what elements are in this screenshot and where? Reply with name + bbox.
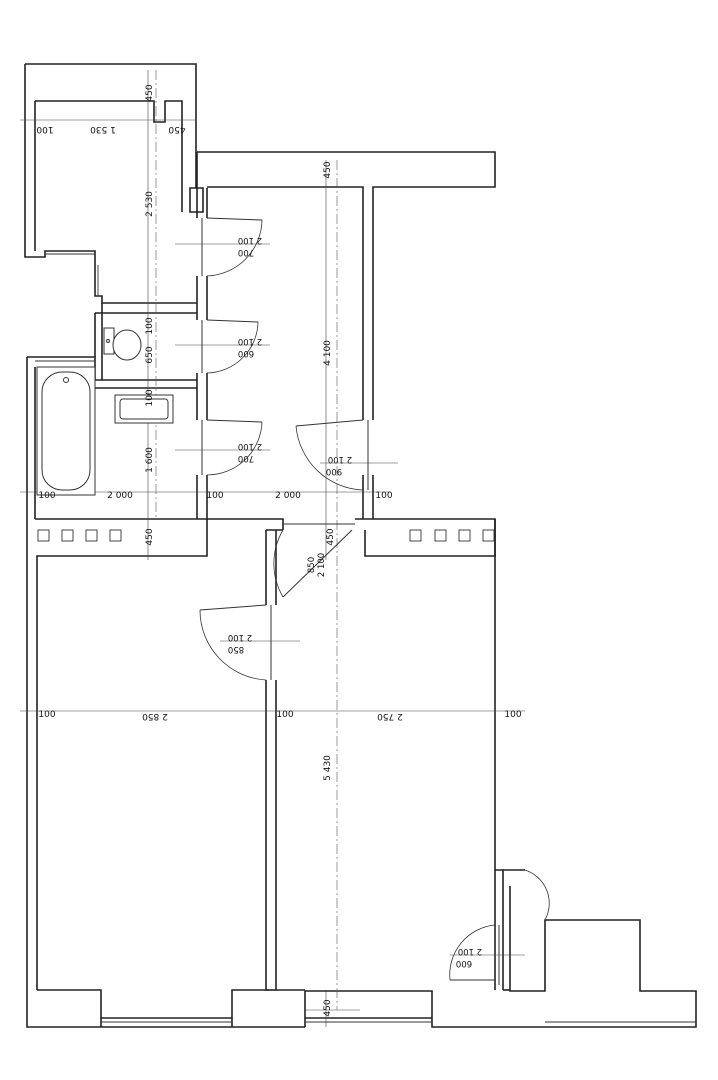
dim-100-c: 100	[206, 491, 223, 501]
door-5	[273, 523, 355, 598]
dim-450-f: 450	[323, 999, 333, 1016]
dim-1600: 1 600	[145, 447, 155, 473]
dim-100-b: 100	[38, 491, 55, 501]
dim-450-top: 450	[145, 84, 155, 101]
window-openings	[35, 253, 696, 1023]
dim-2530: 2 530	[145, 191, 155, 217]
door-6-height: 2 100	[228, 632, 252, 642]
dim-5430: 5 430	[323, 755, 333, 781]
door-4	[295, 419, 369, 491]
door-3-height: 2 100	[238, 441, 262, 451]
axis-lines	[20, 70, 525, 1027]
dim-100-a: 100	[36, 124, 53, 134]
door-2-width: 600	[238, 348, 254, 358]
dim-650: 650	[145, 346, 155, 363]
door-1	[201, 217, 263, 277]
door-4-height: 2 100	[328, 454, 352, 464]
door-7-width: 600	[456, 958, 472, 968]
dim-100-d: 100	[375, 491, 392, 501]
door-7-height: 2 100	[458, 946, 482, 956]
dim-450-c: 450	[323, 161, 333, 178]
dim-4100: 4 100	[323, 340, 333, 366]
door-3-width: 700	[238, 453, 254, 463]
door-3	[201, 419, 263, 476]
dim-2000-a: 2 000	[107, 491, 133, 501]
door-labels: 2 100 700 2 100 600 2 100 700 2 100 900 …	[228, 235, 482, 968]
door-6-width: 850	[228, 644, 244, 654]
dim-100-bath: 100	[145, 389, 155, 406]
bathtub	[36, 366, 96, 496]
door-6	[199, 604, 272, 681]
door-2	[201, 319, 259, 374]
toilet	[103, 327, 142, 361]
dim-450-d: 450	[145, 528, 155, 545]
door-2-height: 2 100	[238, 336, 262, 346]
dim-2000-b: 2 000	[275, 491, 301, 501]
dimension-labels: 450 100 1 530 450 2 530 450 100 4 100 65…	[36, 84, 522, 1016]
dim-100-wc: 100	[145, 317, 155, 334]
dim-450-e: 450	[326, 528, 336, 545]
door-5-height: 2 100	[317, 553, 327, 577]
interior-walls	[35, 188, 510, 991]
dim-1530: 1 530	[90, 124, 116, 134]
dim-2750: 2 750	[377, 711, 403, 721]
door-5-width: 850	[307, 557, 317, 573]
exterior-walls	[24, 63, 697, 1028]
door-7	[449, 869, 550, 985]
dim-2850: 2 850	[142, 711, 168, 721]
dim-100-f: 100	[276, 710, 293, 720]
washbasin	[114, 394, 174, 424]
dim-100-e: 100	[38, 710, 55, 720]
door-4-width: 900	[326, 466, 342, 476]
door-1-width: 700	[238, 247, 254, 257]
dim-100-g: 100	[504, 710, 521, 720]
door-1-height: 2 100	[238, 235, 262, 245]
dim-450-b: 450	[168, 124, 185, 134]
